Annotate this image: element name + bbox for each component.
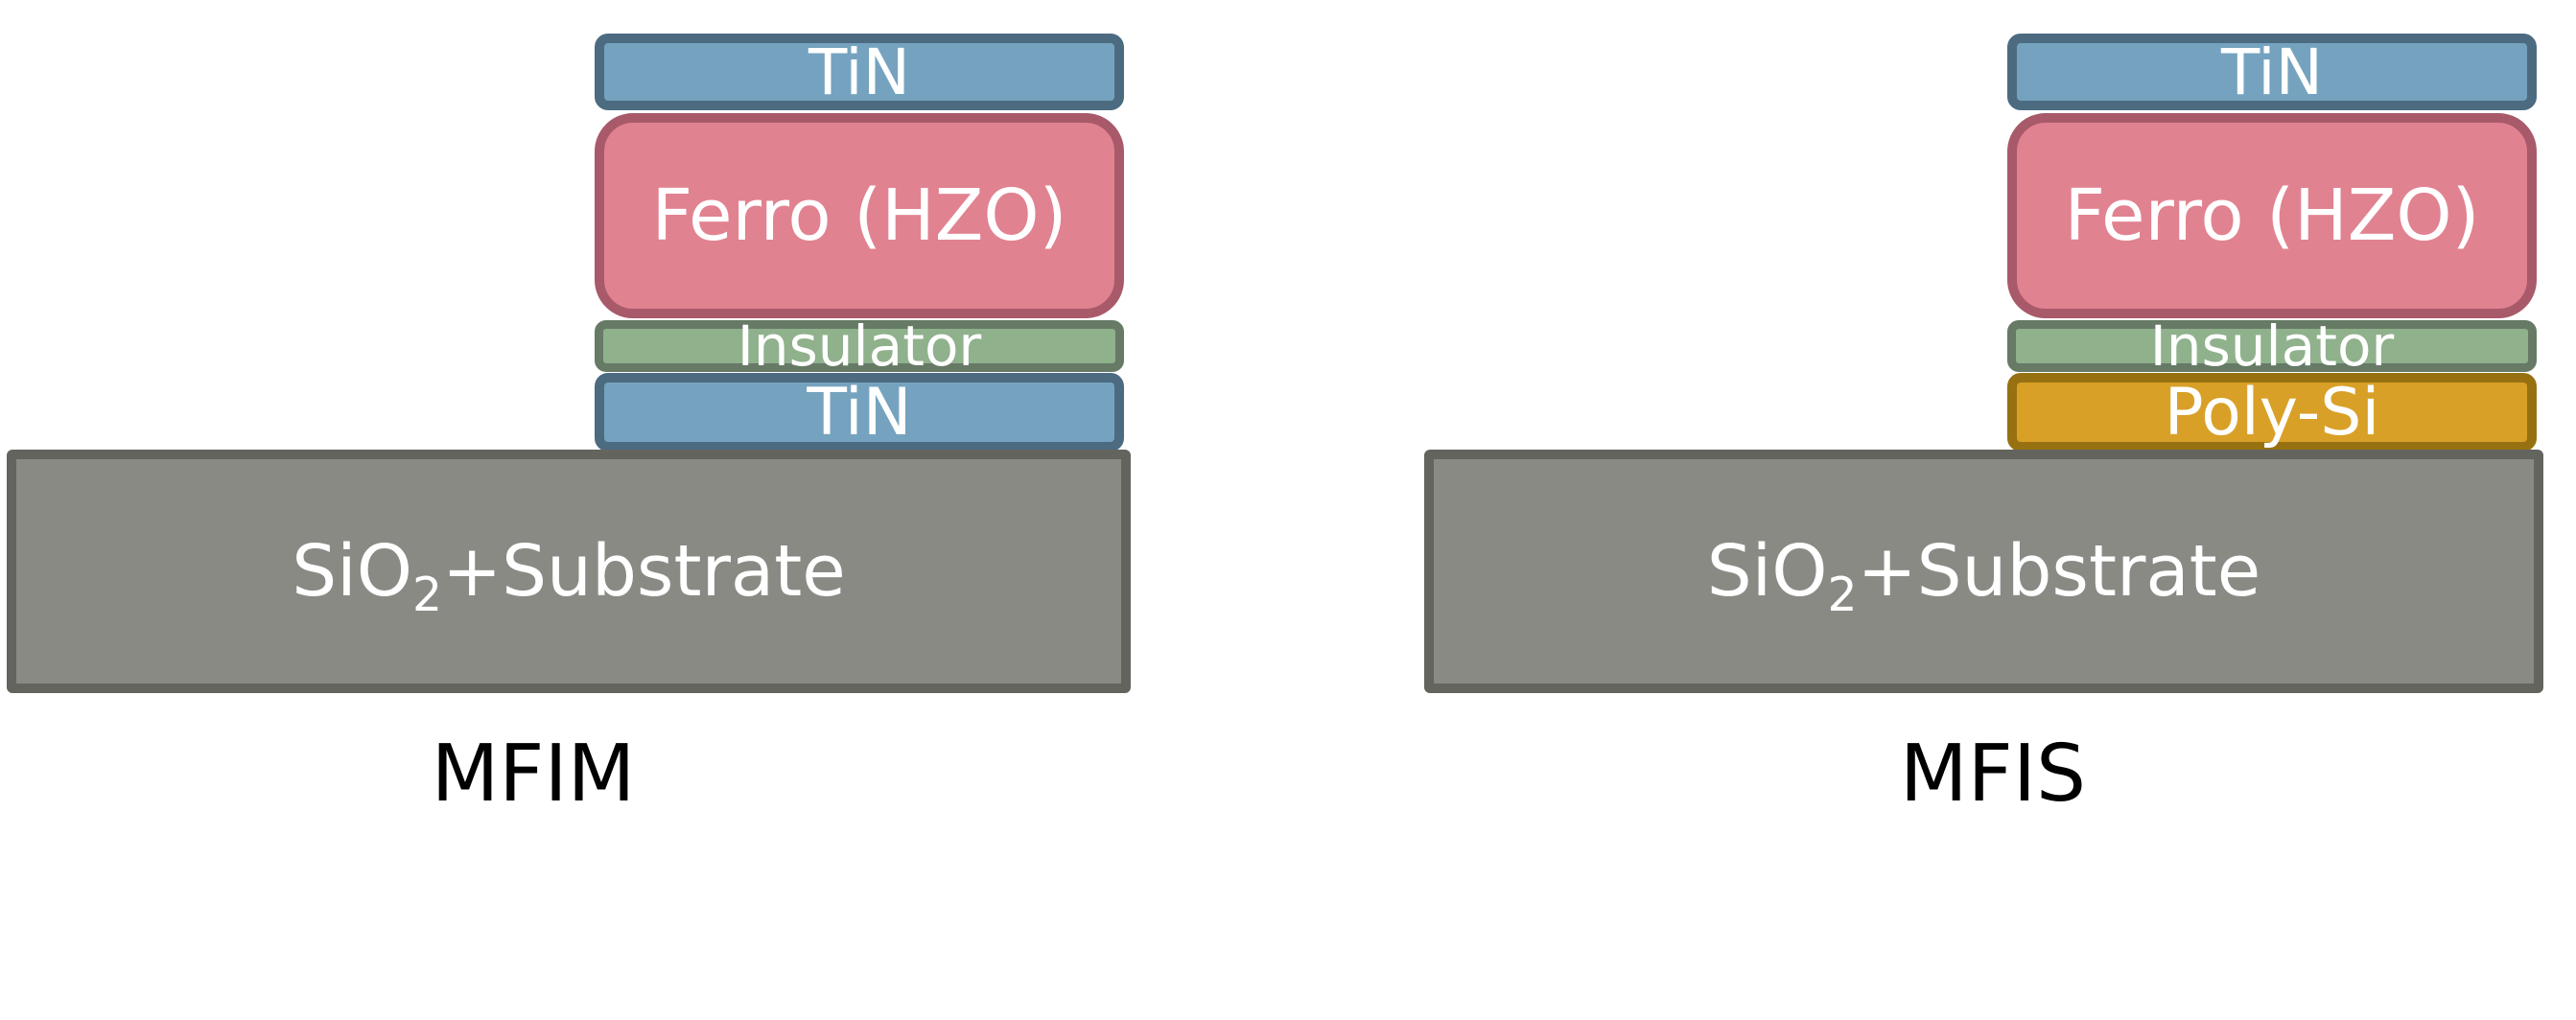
sio2-substrate-layer: SiO2+Substrate xyxy=(1424,450,2543,693)
ferroelectric-label: Ferro (HZO) xyxy=(651,174,1067,257)
substrate-label-prefix: SiO xyxy=(1706,530,1828,613)
substrate-label-suffix: +Substrate xyxy=(442,530,846,613)
substrate-label: SiO2+Substrate xyxy=(292,530,846,622)
insulator-layer: Insulator xyxy=(595,313,1124,379)
substrate-label: SiO2+Substrate xyxy=(1706,530,2261,622)
insulator-label: Insulator xyxy=(2149,313,2395,379)
poly-si-label: Poly-Si xyxy=(2164,374,2380,451)
ferroelectric-hzo-layer: Ferro (HZO) xyxy=(595,113,1124,318)
substrate-label-subscript: 2 xyxy=(1827,567,1858,622)
ferroelectric-label: Ferro (HZO) xyxy=(2064,174,2480,257)
insulator-layer: Insulator xyxy=(2007,313,2537,379)
substrate-label-subscript: 2 xyxy=(411,567,443,622)
bottom-tin-electrode-layer: TiN xyxy=(595,373,1124,452)
bottom-tin-label: TiN xyxy=(807,374,912,451)
top-tin-electrode-layer: TiN xyxy=(2007,34,2537,110)
top-tin-label: TiN xyxy=(2221,35,2323,109)
top-tin-label: TiN xyxy=(808,35,910,109)
mfim-caption: MFIM xyxy=(431,729,636,820)
substrate-label-suffix: +Substrate xyxy=(1857,530,2261,613)
top-tin-electrode-layer: TiN xyxy=(595,34,1124,110)
sio2-substrate-layer: SiO2+Substrate xyxy=(7,450,1131,693)
mfis-caption: MFIS xyxy=(1899,729,2087,820)
poly-si-layer: Poly-Si xyxy=(2007,373,2537,452)
insulator-label: Insulator xyxy=(737,313,982,379)
mfim-stack-diagram: TiN Ferro (HZO) Insulator TiN SiO2+Subst… xyxy=(0,0,1247,1020)
mfis-stack-diagram: TiN Ferro (HZO) Insulator Poly-Si SiO2+S… xyxy=(1413,0,2576,1020)
ferroelectric-hzo-layer: Ferro (HZO) xyxy=(2007,113,2537,318)
substrate-label-prefix: SiO xyxy=(292,530,412,613)
